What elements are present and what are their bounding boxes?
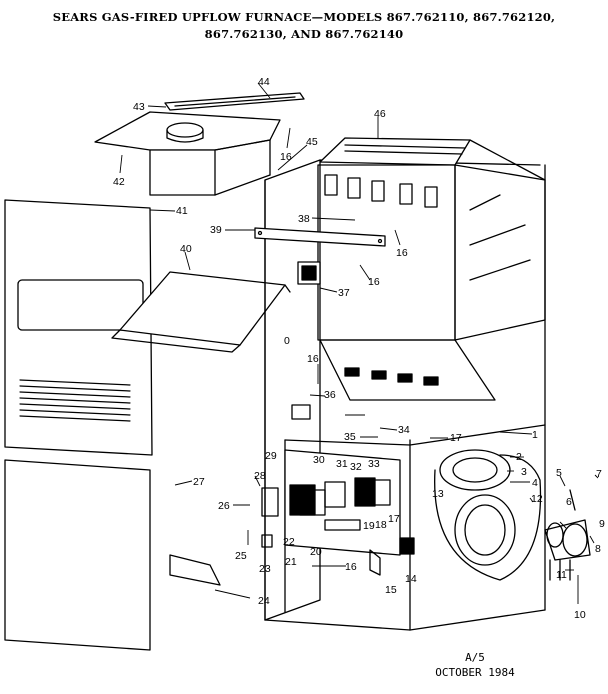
callout-34: 34 bbox=[398, 424, 410, 436]
callout-15: 15 bbox=[385, 584, 397, 596]
callout-33: 33 bbox=[368, 458, 380, 470]
callout-12: 12 bbox=[531, 493, 543, 505]
callout-7: 7 bbox=[596, 468, 602, 480]
upper-door-panel bbox=[4, 199, 153, 456]
callout-27: 27 bbox=[193, 476, 205, 488]
callout-6: 6 bbox=[566, 496, 572, 508]
callout-3: 3 bbox=[521, 466, 527, 478]
base-pan-part bbox=[169, 554, 221, 586]
diagram-code: A/5 bbox=[465, 651, 485, 664]
callout-45: 45 bbox=[306, 136, 318, 148]
callout-20: 20 bbox=[310, 546, 322, 558]
callout-31: 31 bbox=[336, 458, 348, 470]
callout-4: 4 bbox=[532, 477, 538, 489]
diagram-date: OCTOBER 1984 bbox=[435, 666, 515, 679]
callout-29: 29 bbox=[265, 450, 277, 462]
furnace-cabinet bbox=[264, 159, 546, 631]
top-rail-part bbox=[164, 92, 305, 111]
callout-2: 2 bbox=[516, 451, 522, 463]
callout-36: 36 bbox=[324, 389, 336, 401]
control-box-part bbox=[261, 449, 401, 556]
callout-43: 43 bbox=[133, 101, 145, 113]
callout-23: 23 bbox=[259, 563, 271, 575]
callout-0: 0 bbox=[284, 335, 290, 347]
callout-41: 41 bbox=[176, 205, 188, 217]
callout-37: 37 bbox=[338, 287, 350, 299]
callout-8: 8 bbox=[595, 543, 601, 555]
diagram-title-line-1: SEARS GAS-FIRED UPFLOW FURNACE—MODELS 86… bbox=[52, 10, 556, 24]
callout-17-upper: 17 bbox=[450, 432, 462, 444]
manifold-part bbox=[254, 227, 386, 247]
callout-38: 38 bbox=[298, 213, 310, 225]
limit-switch-part bbox=[291, 404, 311, 420]
callout-10: 10 bbox=[574, 609, 586, 621]
flue-collar-part bbox=[94, 111, 281, 196]
callout-28: 28 bbox=[254, 470, 266, 482]
gas-valve-part bbox=[297, 261, 321, 285]
callout-30: 30 bbox=[313, 454, 325, 466]
callout-9: 9 bbox=[599, 518, 605, 530]
callout-46: 46 bbox=[374, 108, 386, 120]
callout-32: 32 bbox=[350, 461, 362, 473]
callout-11: 11 bbox=[556, 569, 567, 581]
callout-17-control: 17 bbox=[388, 513, 400, 525]
callout-16-top: 16 bbox=[280, 151, 292, 163]
callout-25: 25 bbox=[235, 550, 247, 562]
callout-22: 22 bbox=[283, 536, 295, 548]
callout-42: 42 bbox=[113, 176, 125, 188]
callout-21: 21 bbox=[285, 556, 297, 568]
callout-24: 24 bbox=[258, 595, 270, 607]
blower-assembly bbox=[434, 449, 542, 581]
callout-leaders bbox=[119, 82, 599, 604]
callout-40: 40 bbox=[180, 243, 192, 255]
callout-18: 18 bbox=[375, 519, 387, 531]
callout-35: 35 bbox=[344, 431, 356, 443]
callout-16-valve: 16 bbox=[368, 276, 380, 288]
callout-13: 13 bbox=[432, 488, 444, 500]
callout-16-mid: 16 bbox=[307, 353, 319, 365]
callout-16-lower: 16 bbox=[345, 561, 357, 573]
lower-door-panel bbox=[4, 459, 151, 651]
callout-1: 1 bbox=[532, 429, 538, 441]
callout-26: 26 bbox=[218, 500, 230, 512]
callout-16-manifold: 16 bbox=[396, 247, 408, 259]
capacitor-part bbox=[399, 537, 415, 555]
callout-14: 14 bbox=[405, 573, 417, 585]
bracket-part bbox=[369, 549, 381, 576]
callout-44: 44 bbox=[258, 76, 270, 88]
callout-19: 19 bbox=[363, 520, 375, 532]
heat-exchanger-part bbox=[317, 137, 546, 401]
diagram-title-line-2: 867.762130, AND 867.762140 bbox=[204, 27, 404, 41]
callout-5: 5 bbox=[556, 467, 562, 479]
callout-39: 39 bbox=[210, 224, 222, 236]
filter-tray-part bbox=[111, 271, 291, 353]
